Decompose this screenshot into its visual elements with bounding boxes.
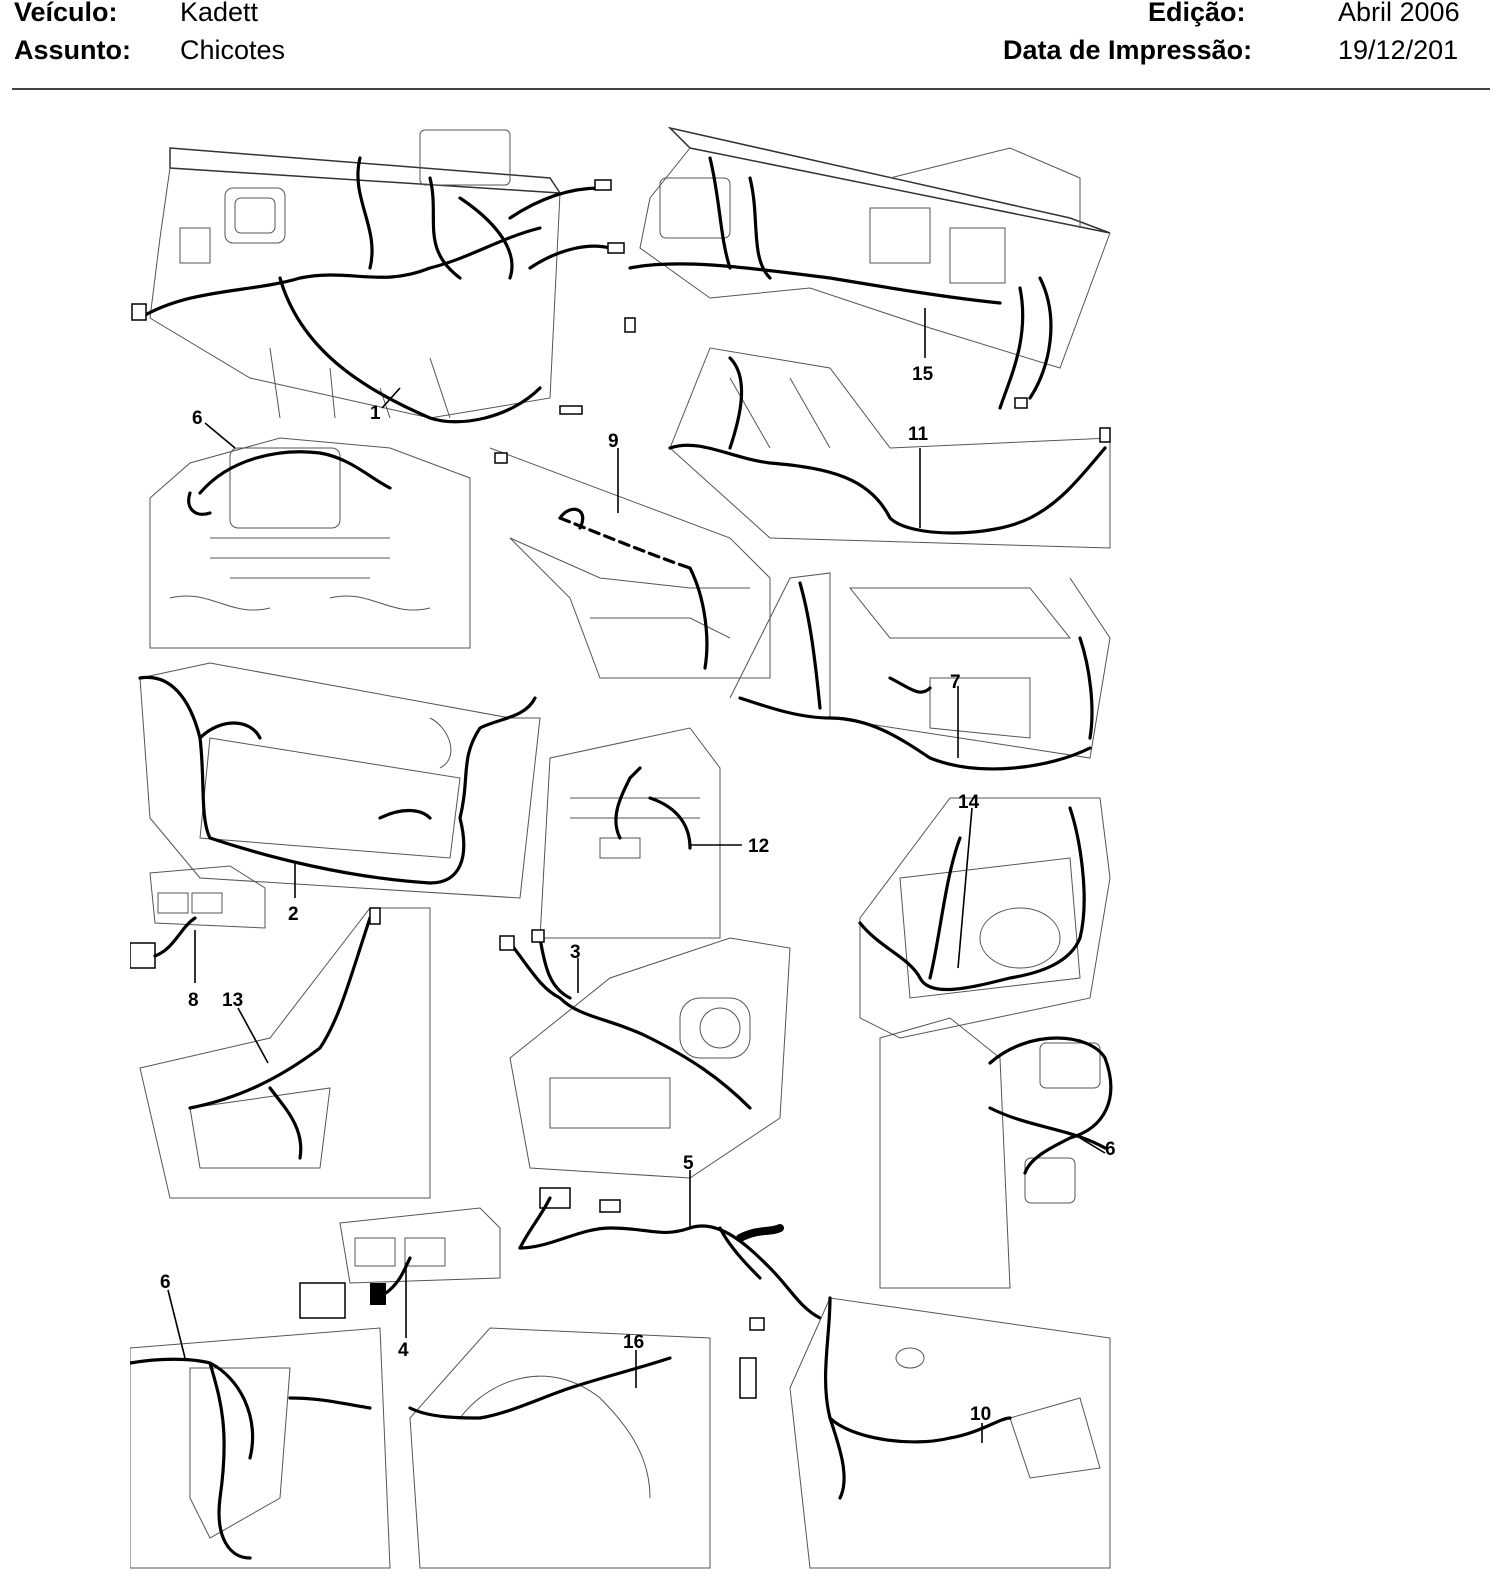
control-module-illustration [299, 1207, 501, 1319]
rear-wheelhouse-harness-illustration [408, 1327, 711, 1569]
callout-7: 7 [950, 672, 961, 693]
callout-6-top: 6 [192, 408, 203, 429]
callout-6-right: 6 [1105, 1139, 1116, 1160]
callout-3: 3 [570, 942, 581, 963]
dashboard-harness-illustration [131, 129, 625, 424]
callout-16: 16 [623, 1332, 644, 1353]
header-edition-label: Edição: [1148, 0, 1246, 27]
callout-12: 12 [748, 836, 769, 857]
header-print-date-value: 19/12/201 [1338, 35, 1459, 65]
callout-2: 2 [288, 904, 299, 925]
callout-11: 11 [908, 424, 929, 445]
rear-end-harness-illustration [739, 1296, 1111, 1569]
floor-harness-illustration [668, 347, 1111, 549]
front-floor-harness-illustration [139, 907, 431, 1199]
roof-pillar-harness-illustration [489, 447, 771, 679]
wiring-harness-diagram: 1 15 6 9 [130, 118, 1130, 1578]
header-divider [12, 88, 1490, 90]
callout-9: 9 [608, 431, 619, 452]
bulkhead-harness-illustration [624, 126, 1111, 410]
front-corner-harness-illustration [130, 1327, 391, 1569]
engine-harness-illustration [499, 929, 791, 1179]
front-end-harness-illustration [138, 662, 541, 899]
callout-13: 13 [222, 990, 243, 1011]
callout-8: 8 [188, 990, 199, 1011]
callout-1: 1 [370, 403, 381, 424]
engine-bay-harness-illustration [149, 437, 471, 649]
callout-6-bottom: 6 [160, 1272, 171, 1293]
fusebox-harness-illustration [879, 1017, 1113, 1289]
rear-deck-harness-illustration [539, 727, 721, 939]
cabin-floor-harness-illustration [729, 572, 1111, 771]
switch-module-illustration [130, 865, 266, 969]
header-print-date-label: Data de Impressão: [1003, 35, 1253, 65]
header-vehicle-label: Veículo: [14, 0, 118, 27]
header-edition-value: Abril 2006 [1338, 0, 1460, 27]
callout-4: 4 [398, 1340, 409, 1361]
loose-harness-illustration [518, 1187, 822, 1331]
header-subject-label: Assunto: [14, 35, 131, 65]
header-vehicle-value: Kadett [180, 0, 259, 27]
header-subject-value: Chicotes [180, 35, 286, 65]
callout-5: 5 [683, 1153, 694, 1174]
callout-14: 14 [958, 792, 980, 813]
callout-10: 10 [970, 1404, 991, 1425]
door-harness-illustration [858, 797, 1111, 1039]
callout-15: 15 [912, 364, 934, 385]
